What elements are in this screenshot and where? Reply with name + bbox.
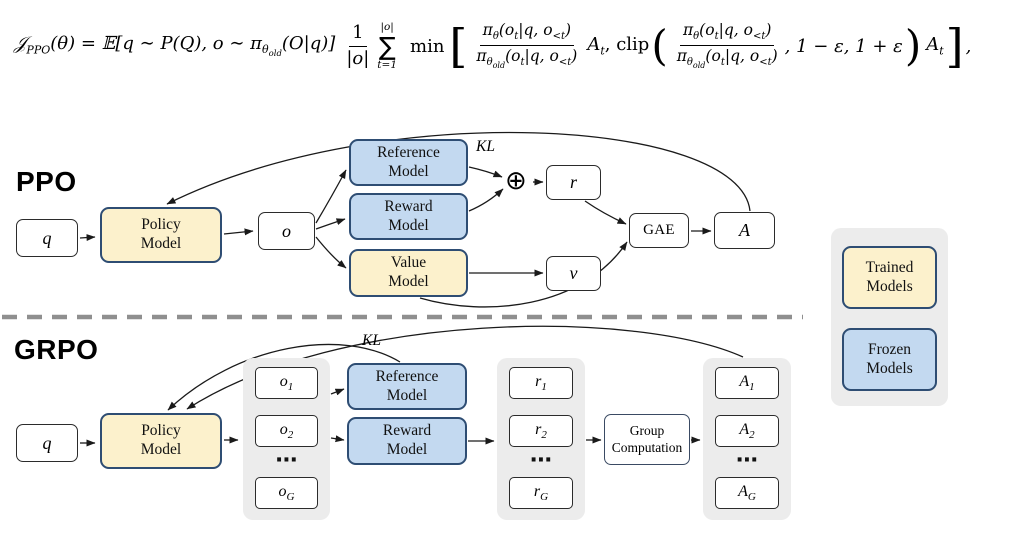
value-model-label: Value Model bbox=[388, 254, 429, 290]
ppo-kl-label: KL bbox=[476, 138, 495, 155]
grpo-outputs-dots: ⋯ bbox=[275, 447, 298, 473]
grpo-output-box-G: oG bbox=[255, 477, 318, 509]
oplus-icon: ⊕ bbox=[505, 166, 527, 196]
formula-min-operator: min bbox=[410, 35, 445, 57]
grpo-advantage-box-1: A1 bbox=[715, 367, 779, 399]
ppo-policy-model-box: Policy Model bbox=[100, 207, 222, 263]
ppo-advantage-box: A bbox=[714, 212, 775, 249]
grpo-reward-box-G: rG bbox=[509, 477, 573, 509]
formula-summation: |o| ∑ t=1 bbox=[377, 21, 397, 71]
formula-average-term: 1 |o| bbox=[346, 21, 370, 69]
reference-model-label: Reference Model bbox=[375, 367, 439, 404]
ppo-gae-box: GAE bbox=[629, 213, 689, 248]
arrow-value-to-gae bbox=[419, 241, 628, 308]
arrow-o-to-value-model bbox=[315, 236, 347, 269]
grpo-advantages-dots: ⋯ bbox=[736, 447, 758, 473]
grpo-output-box-2: o2 bbox=[255, 415, 318, 447]
arrow-outputs-to-reward-grpo bbox=[330, 435, 345, 443]
ppo-r-box: r bbox=[546, 165, 601, 200]
formula-clip-open-paren: ( bbox=[651, 21, 668, 71]
reward-model-label: Reward Model bbox=[384, 197, 433, 234]
grpo-advantage-box-2: A2 bbox=[715, 415, 779, 447]
policy-model-label: Policy Model bbox=[140, 216, 182, 252]
formula-final-comma: , bbox=[965, 35, 972, 57]
grpo-output-box-1: o1 bbox=[255, 367, 318, 399]
legend-frozen-label: Frozen Models bbox=[866, 340, 913, 377]
formula-lhs: 𝒥PPO(θ) = 𝔼[q ∼ P(Q), o ∼ πθold(O|q)] bbox=[14, 32, 336, 60]
arrow-r-to-gae bbox=[584, 200, 627, 225]
formula-advantage-term-2: At bbox=[926, 34, 944, 58]
arrow-o-to-reward-model bbox=[315, 218, 346, 230]
ppo-value-model-box: Value Model bbox=[349, 249, 468, 297]
legend-frozen-models-box: Frozen Models bbox=[842, 328, 937, 391]
grpo-group-computation-box: Group Computation bbox=[604, 414, 690, 465]
legend-trained-models-box: Trained Models bbox=[842, 246, 937, 309]
ppo-v-box: v bbox=[546, 256, 601, 291]
grpo-section-label: GRPO bbox=[14, 334, 99, 365]
arrow-policy-to-o-ppo bbox=[223, 228, 254, 236]
formula-advantage-term-1: At, clip bbox=[587, 34, 650, 58]
ppo-objective-formula: 𝒥PPO(θ) = 𝔼[q ∼ P(Q), o ∼ πθold(O|q)] 1 … bbox=[14, 4, 1028, 88]
reference-model-label: Reference Model bbox=[377, 143, 440, 180]
ppo-o-box: o bbox=[258, 212, 315, 250]
arrow-o-to-reference-model bbox=[315, 169, 347, 224]
grpo-reward-box-2: r2 bbox=[509, 415, 573, 447]
reward-model-label: Reward Model bbox=[382, 422, 432, 458]
policy-model-label: Policy Model bbox=[140, 422, 182, 458]
legend-trained-label: Trained Models bbox=[865, 258, 914, 295]
grpo-policy-model-box: Policy Model bbox=[100, 413, 222, 469]
ppo-q-box: q bbox=[16, 219, 78, 257]
formula-close-bracket: ] bbox=[945, 18, 964, 73]
grpo-q-box: q bbox=[16, 424, 78, 462]
grpo-reward-box-1: r1 bbox=[509, 367, 573, 399]
grpo-advantage-box-G: AG bbox=[715, 477, 779, 509]
formula-open-bracket: [ bbox=[449, 18, 468, 73]
ppo-section-label: PPO bbox=[16, 166, 77, 197]
grpo-reference-model-box: Reference Model bbox=[347, 363, 467, 410]
arrow-reference-to-oplus bbox=[468, 166, 503, 178]
formula-clip-range: , 1 − ε, 1 + ε bbox=[784, 35, 903, 57]
formula-prob-ratio-1: πθ(ot|q, o<t) πθold(ot|q, o<t) bbox=[476, 21, 578, 70]
grpo-reward-model-box: Reward Model bbox=[347, 417, 467, 465]
arrow-reference-kl-to-policy-grpo bbox=[167, 343, 401, 411]
grpo-rewards-dots: ⋯ bbox=[530, 447, 552, 473]
arrow-q-to-policy-ppo bbox=[79, 234, 96, 242]
arrow-reward-to-oplus bbox=[468, 188, 504, 212]
arrow-advantage-to-policy-ppo bbox=[166, 131, 751, 212]
group-computation-label: Group Computation bbox=[611, 422, 683, 455]
arrow-outputs-to-reference-grpo bbox=[330, 388, 345, 396]
formula-prob-ratio-2: πθ(ot|q, o<t) πθold(ot|q, o<t) bbox=[676, 21, 778, 70]
grpo-kl-label: KL bbox=[362, 332, 381, 349]
ppo-reward-model-box: Reward Model bbox=[349, 193, 468, 240]
ppo-reference-model-box: Reference Model bbox=[349, 139, 468, 186]
formula-clip-close-paren: ) bbox=[904, 21, 922, 71]
